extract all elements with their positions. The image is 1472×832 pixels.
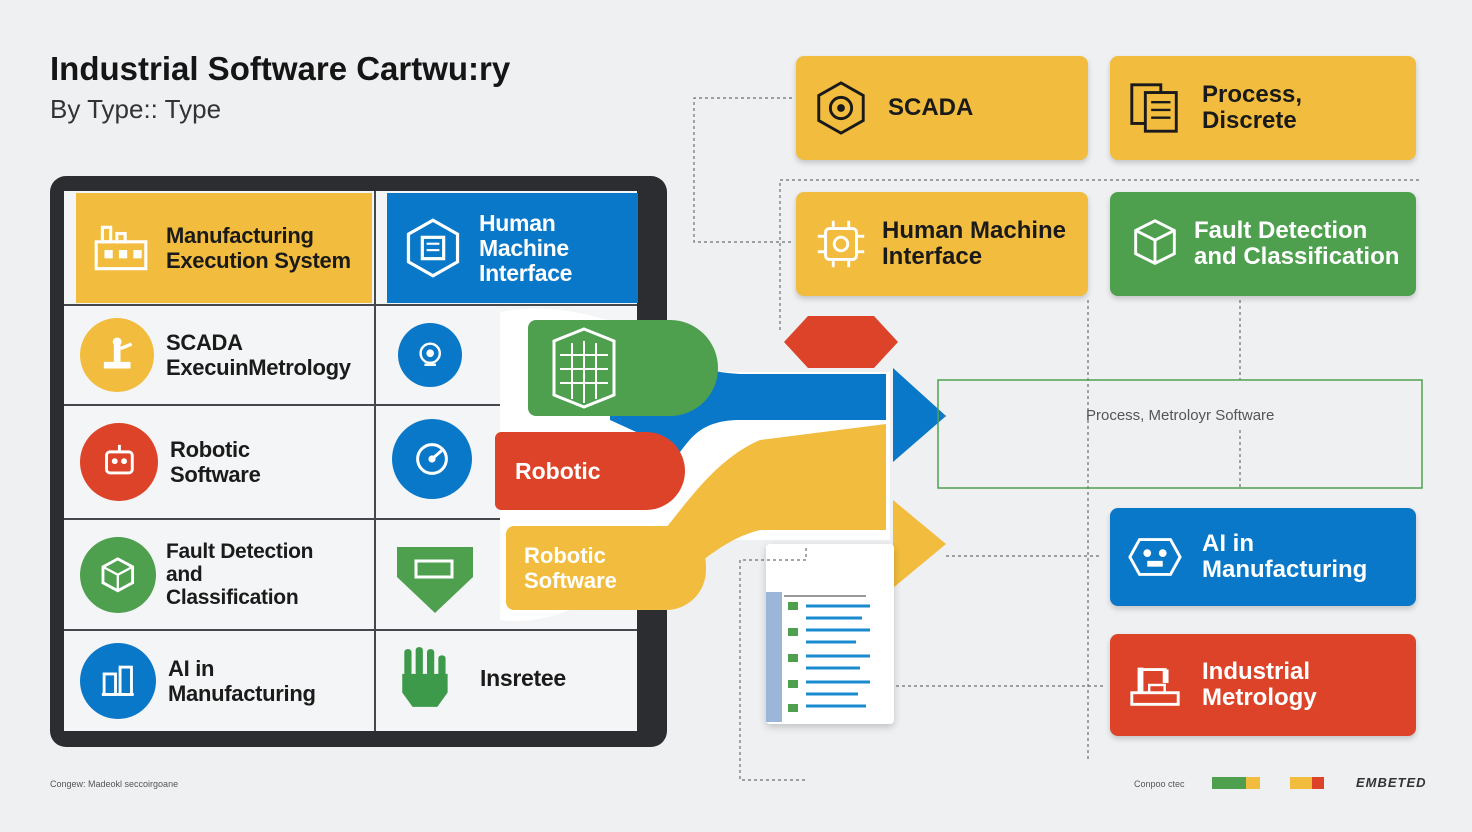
- middle-caption: Process, Metroloyr Software: [1086, 407, 1275, 424]
- hexagon-chip-icon: [406, 218, 460, 278]
- table-row-label: Manufacturing Execution System: [166, 223, 351, 273]
- table-divider: [64, 629, 637, 631]
- box-label: Process, Discrete: [1202, 81, 1303, 134]
- box-label: Human Machine Interface: [882, 217, 1067, 270]
- table-row-ai[interactable]: AI in Manufacturing: [76, 631, 372, 731]
- chip-icon: [817, 220, 865, 268]
- footer-legend-swatch-red: [1312, 777, 1324, 789]
- gauge-icon: [392, 419, 472, 499]
- cube-icon: [1134, 219, 1176, 265]
- footer-legend-swatch-green: [1212, 777, 1246, 789]
- footer-legend-label: Conpoo ctec: [1134, 779, 1185, 789]
- box-label: Fault Detection and Classification: [1194, 217, 1400, 270]
- table-cell-icon: [398, 322, 464, 388]
- gear-hexagon-icon: [817, 81, 865, 135]
- shield-icon: [397, 547, 473, 613]
- robot-icon: [80, 423, 158, 501]
- measuring-machine-icon: [1130, 667, 1180, 706]
- box-hmi[interactable]: Human Machine Interface: [796, 192, 1088, 296]
- box-label: Industrial Metrology: [1202, 658, 1317, 711]
- table-cell-icon: [394, 543, 476, 615]
- document-lines-icon: [766, 592, 870, 722]
- table-row-label: Insretee: [480, 664, 566, 691]
- robotic-hand-icon: [402, 647, 448, 707]
- table-row-label: Robotic Software: [170, 437, 261, 487]
- box-label: AI in Manufacturing: [1202, 530, 1368, 583]
- table-row-label: SCADA ExecuinMetrology: [166, 330, 351, 380]
- footer-legend-swatch-yellow: [1246, 777, 1260, 789]
- footer-note: Congew: Madeokl seccoirgoane: [50, 779, 179, 789]
- document-stack-icon: [1130, 83, 1178, 133]
- factory-icon: [94, 225, 148, 271]
- table-divider: [64, 404, 637, 406]
- flow-node-robotic[interactable]: Robotic: [495, 432, 685, 510]
- box-label: SCADA: [888, 94, 974, 121]
- report-document[interactable]: [766, 544, 894, 724]
- box-industrial-metrology[interactable]: Industrial Metrology: [1110, 634, 1416, 736]
- circuit-board-icon: [1128, 538, 1182, 576]
- table-row-scada[interactable]: SCADA ExecuinMetrology: [76, 306, 372, 404]
- flow-node-label: Robotic Software: [524, 543, 617, 593]
- flow-node-robotic-software[interactable]: Robotic Software: [506, 526, 706, 610]
- table-row-insretee[interactable]: Insretee: [396, 640, 636, 716]
- box-fault-detection[interactable]: Fault Detection and Classification: [1110, 192, 1416, 296]
- table-row-hmi[interactable]: Human Machine Interface: [387, 193, 638, 303]
- table-row-label: Human Machine Interface: [479, 209, 573, 286]
- head-gear-icon: [398, 323, 462, 387]
- table-row-label: Fault Detection and Classification: [166, 540, 314, 609]
- page-subtitle: By Type:: Type: [50, 94, 222, 124]
- footer-legend-swatch-yellow: [1290, 777, 1312, 789]
- robot-arm-icon: [80, 318, 154, 392]
- table-divider: [374, 191, 376, 731]
- table-row-label: AI in Manufacturing: [168, 656, 316, 706]
- server-rack-icon: [552, 327, 616, 409]
- table-cell-icon: [392, 418, 474, 500]
- cube-icon: [80, 536, 156, 613]
- machine-icon: [80, 643, 156, 719]
- table-divider: [64, 518, 637, 520]
- box-ai-manufacturing[interactable]: AI in Manufacturing: [1110, 508, 1416, 606]
- flow-node-green[interactable]: [528, 320, 718, 416]
- table-row-robotic[interactable]: Robotic Software: [76, 406, 372, 518]
- brand-logo: EMBETED: [1356, 775, 1427, 790]
- box-process-discrete[interactable]: Process, Discrete: [1110, 56, 1416, 160]
- page-title: Industrial Software Cartwu:ry: [50, 50, 511, 87]
- table-row-fault[interactable]: Fault Detection and Classification: [76, 520, 372, 629]
- table-row-mes[interactable]: Manufacturing Execution System: [76, 193, 372, 303]
- table-divider: [64, 304, 637, 306]
- box-scada[interactable]: SCADA: [796, 56, 1088, 160]
- flow-node-label: Robotic: [515, 457, 601, 484]
